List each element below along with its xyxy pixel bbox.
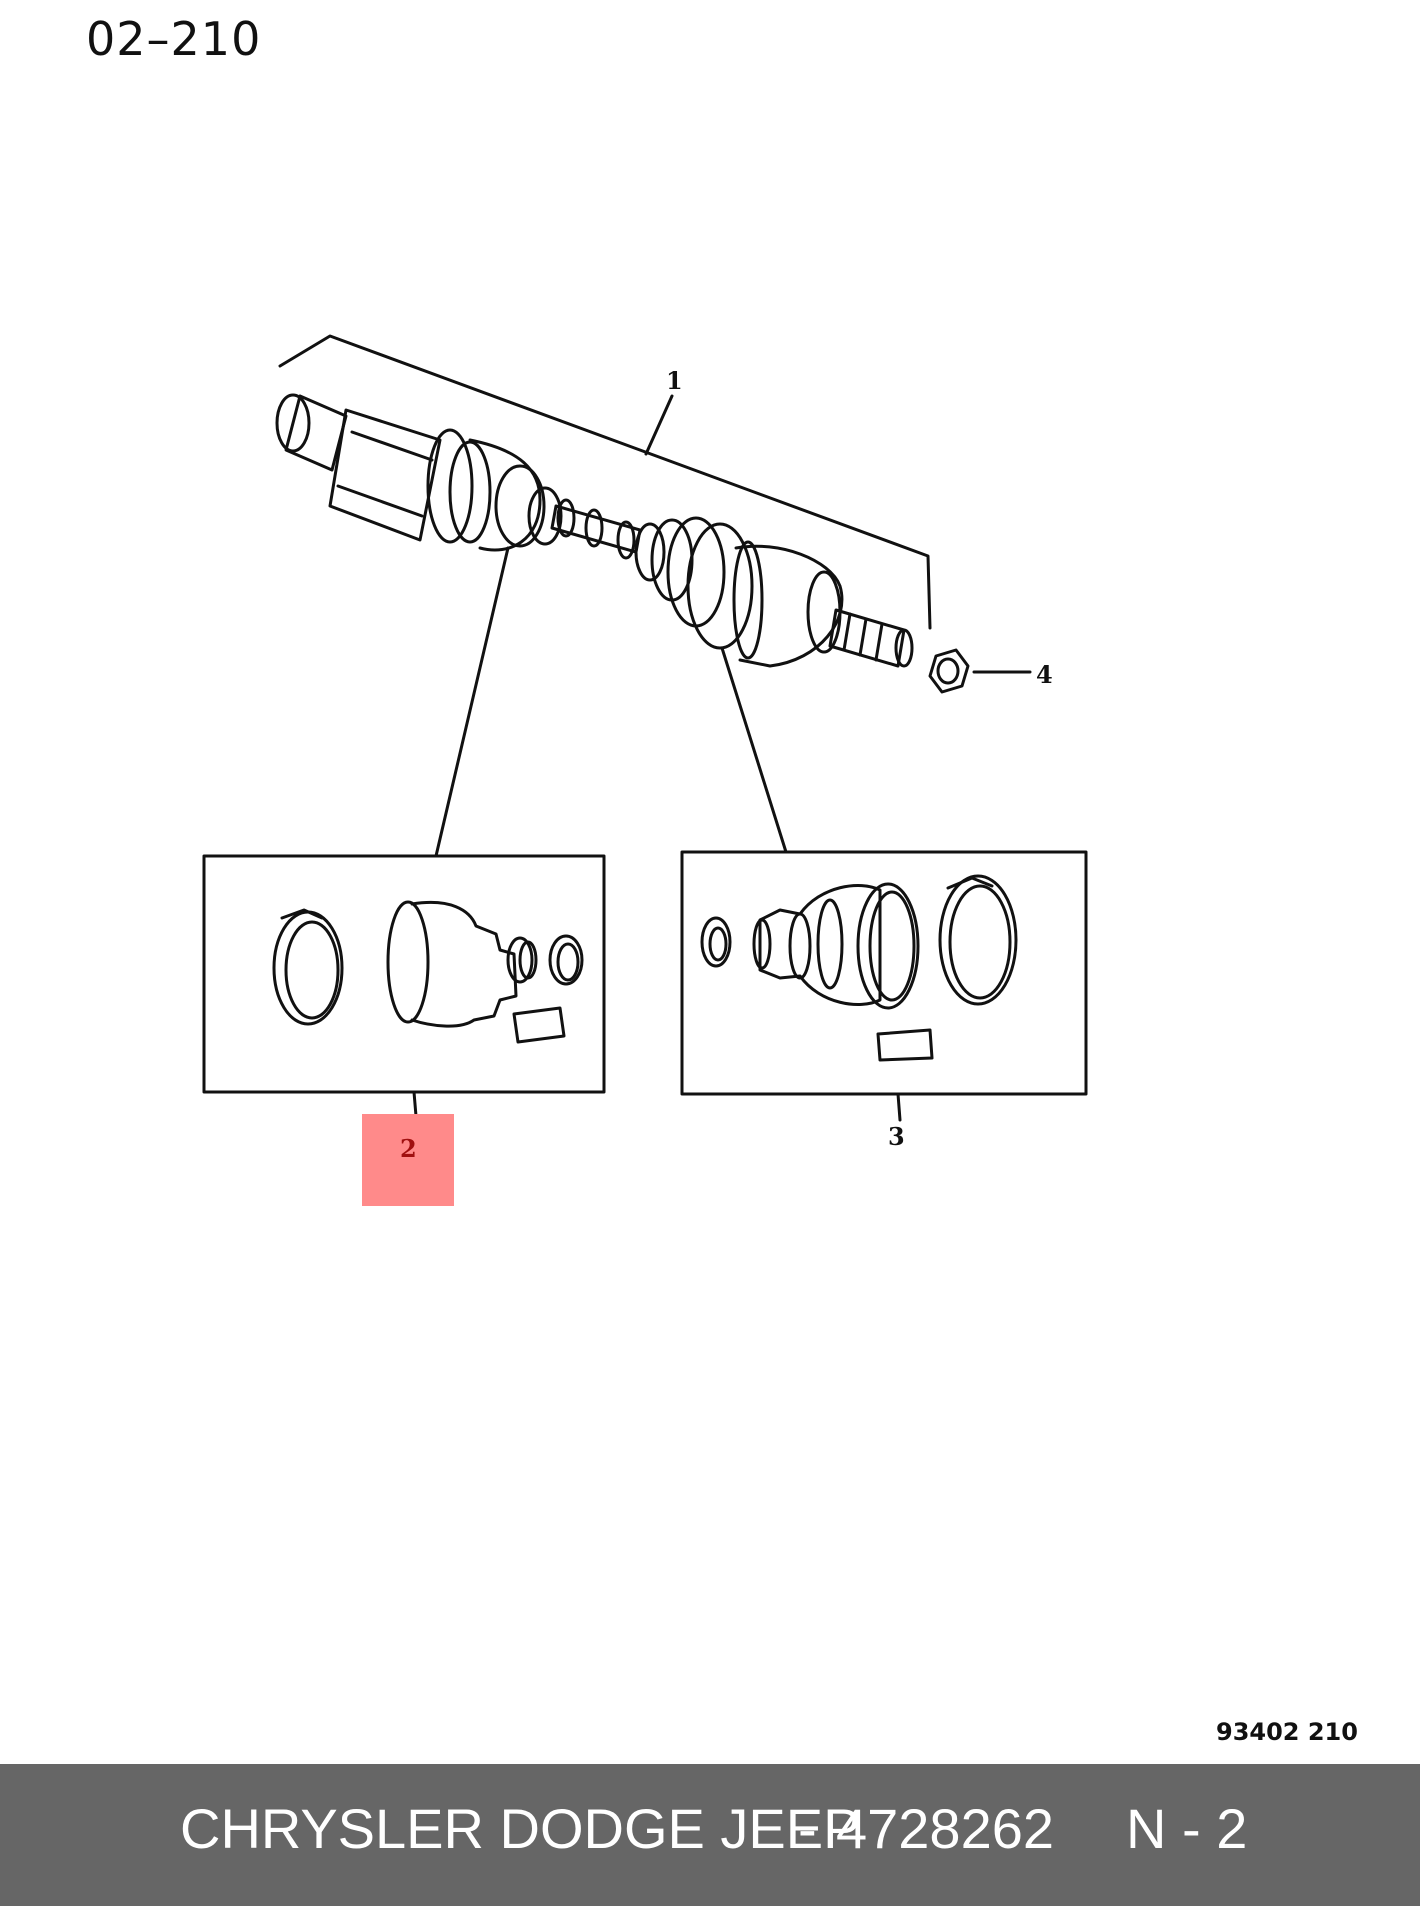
callout-4: 4 (1036, 660, 1053, 689)
footer-bar: CHRYSLER DODGE JEEP - 4728262 N - 2 (0, 1764, 1420, 1906)
boot-kit-icon (752, 882, 920, 1010)
assembly-bracket (278, 334, 932, 630)
reference-code: 93402 210 (1216, 1718, 1358, 1746)
page-code: 02–210 (86, 12, 262, 66)
boot-kit-icon (386, 900, 538, 1028)
clamp-icon (548, 934, 584, 986)
highlight-callout-2 (362, 1114, 454, 1206)
clamp-icon (938, 874, 1018, 1006)
footer-separator: - (798, 1797, 817, 1860)
footer-position: N - 2 (1126, 1797, 1248, 1860)
grease-packet-icon (876, 1028, 934, 1062)
boot-kit-box-3 (680, 850, 1088, 1122)
callout-1: 1 (666, 366, 683, 395)
drive-shaft-icon (275, 393, 914, 668)
footer-brand: CHRYSLER DODGE JEEP (180, 1797, 861, 1860)
clamp-icon (272, 908, 344, 1026)
clamp-icon (700, 916, 732, 968)
footer-part-number: 4728262 (836, 1797, 1055, 1860)
grease-packet-icon (512, 1006, 566, 1044)
callout-2: 2 (400, 1134, 417, 1163)
axle-nut-icon (928, 648, 1032, 694)
boot-kit-box-2 (202, 854, 606, 1118)
callout-3: 3 (888, 1122, 905, 1151)
